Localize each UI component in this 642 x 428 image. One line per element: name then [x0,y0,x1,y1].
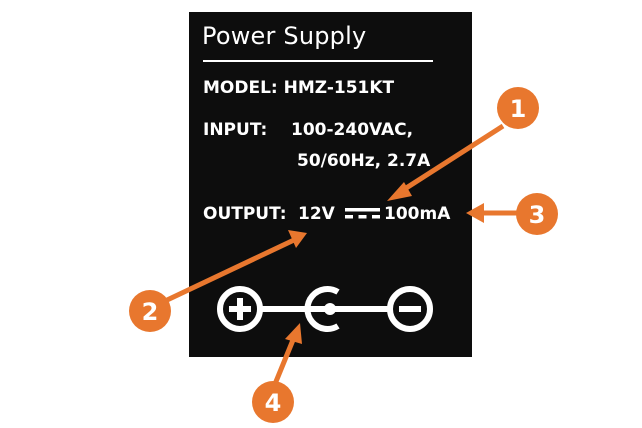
callout-3-number: 3 [529,201,546,229]
callout-2-number: 2 [142,298,159,326]
positive-terminal-icon [217,286,263,332]
center-pin-icon [304,286,340,332]
title-underline [203,60,433,62]
output-current: 100mA [384,204,451,224]
model-text: MODEL: HMZ-151KT [203,78,395,98]
output-voltage: 12V [298,204,335,224]
input-value-line1: 100-240VAC, [291,120,414,140]
output-label: OUTPUT: [203,204,287,224]
callout-4: 4 [252,323,302,423]
label-title: Power Supply [202,22,367,50]
callout-1: 1 [387,87,539,201]
callout-1-number: 1 [510,95,527,123]
input-label: INPUT: [203,120,268,140]
power-supply-label: Power Supply MODEL: HMZ-151KT INPUT: 100… [189,12,472,357]
negative-terminal-icon [387,286,433,332]
callout-3: 3 [466,193,558,235]
dc-symbol-icon [345,208,380,219]
callout-4-number: 4 [265,389,282,417]
polarity-diagram-icon [217,286,433,332]
input-value-line2: 50/60Hz, 2.7A [297,151,431,171]
callout-2: 2 [129,230,307,332]
